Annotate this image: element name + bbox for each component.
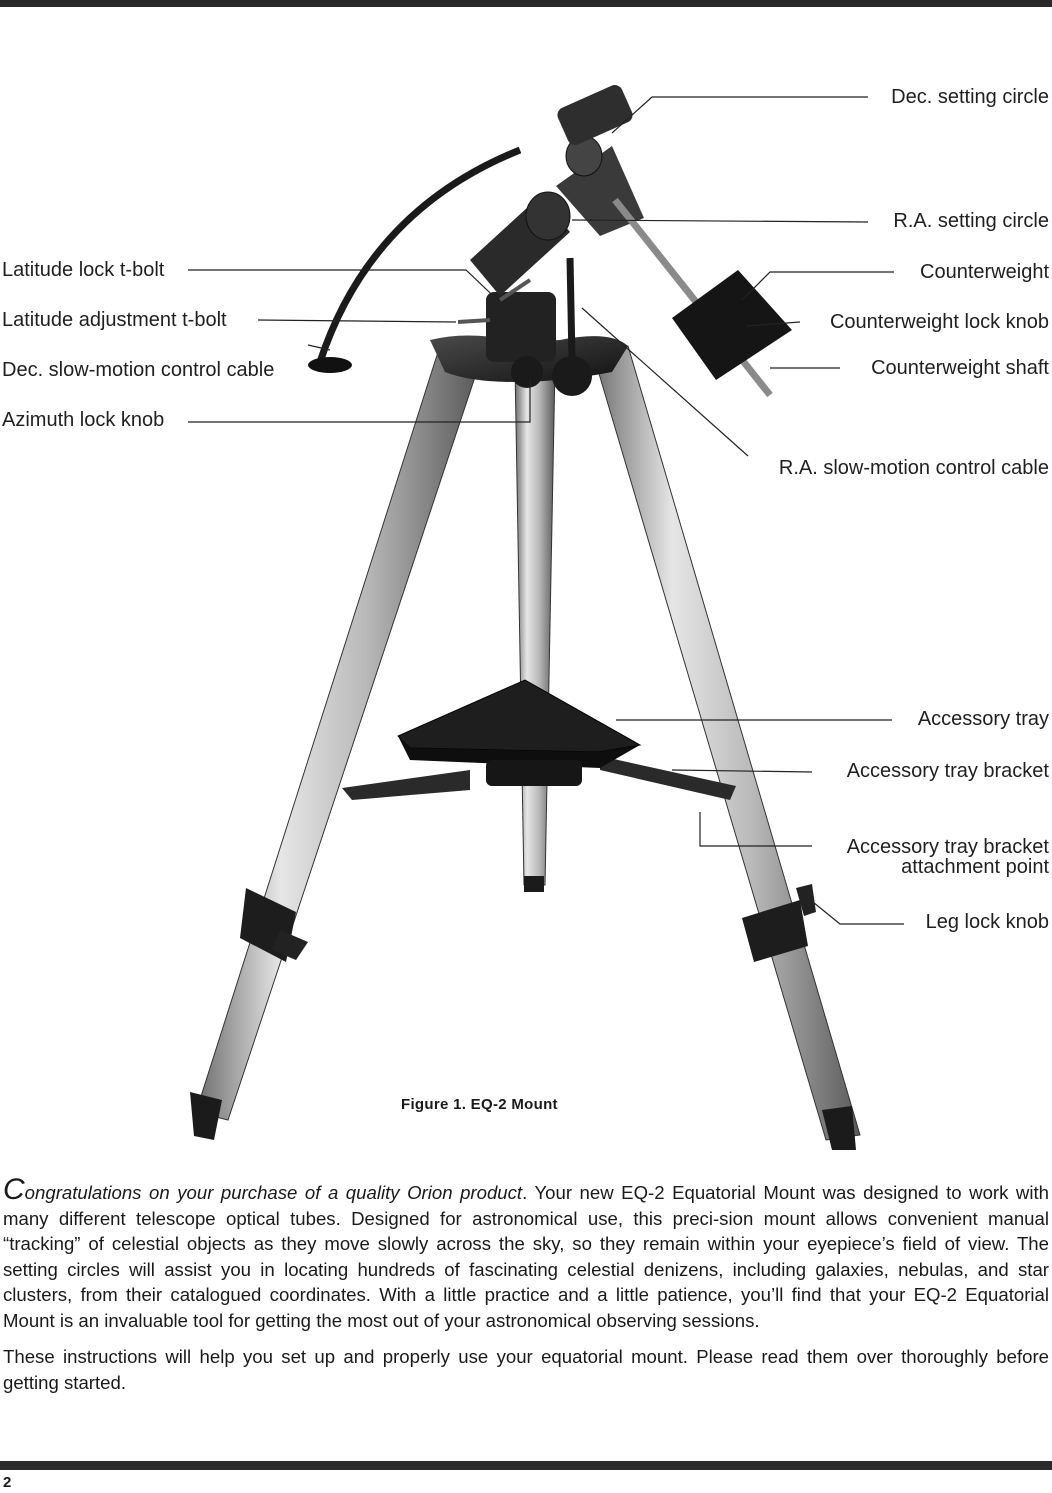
label-counterweight: Counterweight bbox=[920, 261, 1049, 283]
figure-caption: Figure 1. EQ-2 Mount bbox=[401, 1096, 558, 1113]
page-number: 2 bbox=[3, 1474, 12, 1491]
figure-eq2-mount: Latitude lock t-bolt Latitude adjustment… bbox=[2, 85, 1049, 1150]
label-latitude-adjustment-t-bolt: Latitude adjustment t-bolt bbox=[2, 309, 227, 331]
paragraph-intro: Congratulations on your purchase of a qu… bbox=[3, 1175, 1049, 1333]
leader-lines bbox=[188, 96, 904, 925]
label-bracket-attachment-line2: attachment point bbox=[901, 856, 1049, 878]
paragraph-instructions: These instructions will help you set up … bbox=[3, 1346, 1049, 1393]
lead-phrase: ongratulations on your purchase of a qua… bbox=[24, 1182, 523, 1203]
label-accessory-tray: Accessory tray bbox=[917, 708, 1049, 730]
label-ra-setting-circle: R.A. setting circle bbox=[893, 210, 1049, 232]
label-bracket-attachment-line1: Accessory tray bracket bbox=[846, 836, 1049, 858]
equatorial-head bbox=[308, 85, 792, 398]
mount-illustration bbox=[188, 85, 904, 1150]
label-latitude-lock-t-bolt: Latitude lock t-bolt bbox=[2, 259, 165, 281]
label-azimuth-lock-knob: Azimuth lock knob bbox=[2, 409, 165, 431]
label-counterweight-lock-knob: Counterweight lock knob bbox=[829, 311, 1049, 333]
top-rule bbox=[0, 0, 1052, 7]
body-text: Congratulations on your purchase of a qu… bbox=[3, 1175, 1049, 1406]
label-ra-slow-motion-cable: R.A. slow-motion control cable bbox=[778, 457, 1049, 479]
accessory-tray bbox=[342, 679, 736, 800]
paragraph-intro-rest: . Your new EQ-2 Equatorial Mount was des… bbox=[3, 1182, 1049, 1331]
label-counterweight-shaft: Counterweight shaft bbox=[871, 357, 1049, 379]
label-leg-lock-knob: Leg lock knob bbox=[925, 911, 1049, 933]
bottom-rule bbox=[0, 1461, 1052, 1470]
label-accessory-tray-bracket: Accessory tray bracket bbox=[846, 760, 1049, 782]
drop-cap: C bbox=[3, 1173, 25, 1206]
label-dec-setting-circle: Dec. setting circle bbox=[891, 86, 1049, 108]
label-dec-slow-motion-cable: Dec. slow-motion control cable bbox=[2, 359, 275, 381]
